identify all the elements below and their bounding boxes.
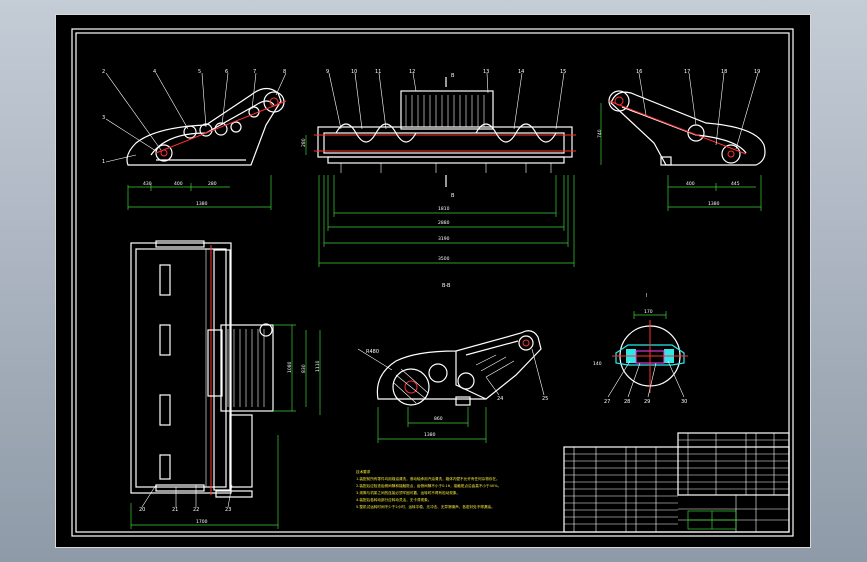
title-block [563,432,790,533]
dimension-text: 2880 [438,220,450,226]
balloon: 1 [102,159,105,165]
dimension-text: 445 [731,181,740,187]
section-title: B-B [442,283,451,289]
balloon: 24 [497,396,503,402]
balloon: 22 [193,507,199,513]
balloon: 23 [225,507,231,513]
balloon: 6 [225,69,228,75]
note-line: 3.滚筒与机架之间的连接必须牢固可靠，运转时不得有松动现象。 [356,490,460,495]
balloon: 27 [604,399,610,405]
notes-title: 技术要求 [356,469,371,474]
dimension-text: 430 [143,181,152,187]
balloon: 2 [102,69,105,75]
side-view-right: 16 17 18 19 740 400 445 1380 [597,69,766,211]
section-b-b: B-B R480 24 25 860 1380 [357,283,548,443]
note-line: 1.装配前所有零件均用煤油清洗，滚动轴承用汽油清洗，箱体内壁不允许有任何杂物存在… [356,476,500,481]
dimension-text: 1700 [196,519,208,525]
balloon: 3 [102,115,105,121]
dimension-text: 830 [301,364,307,373]
balloon: 21 [172,507,178,513]
dimension-text: 170 [644,309,653,315]
dimension-text: 1380 [424,432,436,438]
balloon: 29 [644,399,650,405]
dimension-text: 860 [434,416,443,422]
balloon: 8 [283,69,286,75]
balloon: 12 [409,69,415,75]
detail-title: I [646,293,647,299]
detail-i: I 170 140 27 28 29 30 [593,293,688,405]
balloon: 18 [721,69,727,75]
balloon: 13 [483,69,489,75]
note-line: 2.装配后应检查齿侧间隙和接触斑点，齿侧间隙不小于0.16，接触斑点沿齿高不小于… [356,483,501,488]
dimension-text: 400 [686,181,695,187]
dimension-text: 1080 [287,361,293,373]
balloon: 17 [684,69,690,75]
note-line: 4.装配后各转动部分应转动灵活，无卡滞现象。 [356,497,431,502]
balloon: 7 [253,69,256,75]
balloon: 4 [153,69,156,75]
dimension-text: 1380 [708,201,720,207]
drawing-viewport[interactable]: 2 4 5 6 7 8 3 1 430 400 280 1380 [55,14,811,548]
dimension-text: 140 [593,361,602,367]
dimension-text: 1810 [438,206,450,212]
balloon: 19 [754,69,760,75]
balloon: 28 [624,399,630,405]
dimension-text: 280 [301,138,307,147]
dimension-text: 280 [208,181,217,187]
balloon: 9 [326,69,329,75]
technical-notes: 技术要求 1.装配前所有零件均用煤油清洗，滚动轴承用汽油清洗，箱体内壁不允许有任… [356,469,501,509]
balloon: 5 [198,69,201,75]
cut-mark: B [451,193,455,199]
top-view: 1080 830 1110 1700 20 21 22 23 [130,240,321,529]
balloon: 14 [518,69,524,75]
balloon: 16 [636,69,642,75]
dimension-text: 740 [597,129,603,138]
front-view: B B 9 10 11 12 13 14 15 280 1810 2880 31… [301,69,576,267]
dimension-text: 400 [174,181,183,187]
balloon: 25 [542,396,548,402]
note-line: 5.整机试运转时间不少于2小时，运转平稳，无冲击、无异常噪声，各密封处不得漏油。 [356,504,495,509]
balloon: 20 [139,507,145,513]
balloon: 11 [375,69,381,75]
balloon: 15 [560,69,566,75]
cut-mark: B [451,73,455,79]
dimension-text: 1380 [196,201,208,207]
side-view-left: 2 4 5 6 7 8 3 1 430 400 280 1380 [102,69,287,210]
inner-sheet-border [75,32,790,533]
dimension-text: 1110 [315,360,321,372]
balloon: 30 [681,399,687,405]
balloon: 10 [351,69,357,75]
dimension-text: 3500 [438,256,450,262]
dimension-text: 3190 [438,236,450,242]
balloon: R480 [366,349,379,355]
cad-drawing-canvas: 2 4 5 6 7 8 3 1 430 400 280 1380 [71,28,794,537]
outer-sheet-border [71,28,794,537]
